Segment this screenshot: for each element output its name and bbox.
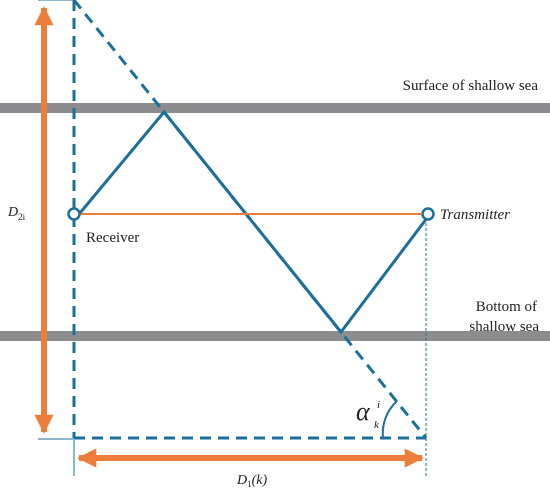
d1-label-subscript: 1	[247, 479, 252, 489]
receiver-label: Receiver	[86, 230, 139, 246]
d1-label: D1(k)	[236, 473, 268, 489]
sea-surface-line	[0, 103, 550, 113]
sea-bottom-line	[0, 331, 550, 341]
d2-label-subscript: 2i	[18, 212, 26, 222]
surface-label: Surface of shallow sea	[403, 78, 539, 94]
d2-label: D2i	[7, 205, 26, 222]
angle-symbol: α	[356, 397, 371, 426]
angle-subscript: k	[374, 419, 380, 431]
bottom-label-line2: shallow sea	[469, 319, 539, 335]
transmitter-node	[421, 207, 435, 221]
d2-label-main: D	[7, 205, 18, 220]
d1-label-argument: (k)	[252, 473, 268, 488]
bottom-label-line1: Bottom of	[476, 299, 537, 315]
angle-arc	[381, 400, 398, 439]
transmitter-label: Transmitter	[440, 207, 510, 223]
d1-label-main: D	[236, 473, 247, 488]
multipath-ray	[78, 109, 429, 335]
receiver-node	[67, 207, 81, 221]
angle-superscript: i	[377, 399, 380, 411]
